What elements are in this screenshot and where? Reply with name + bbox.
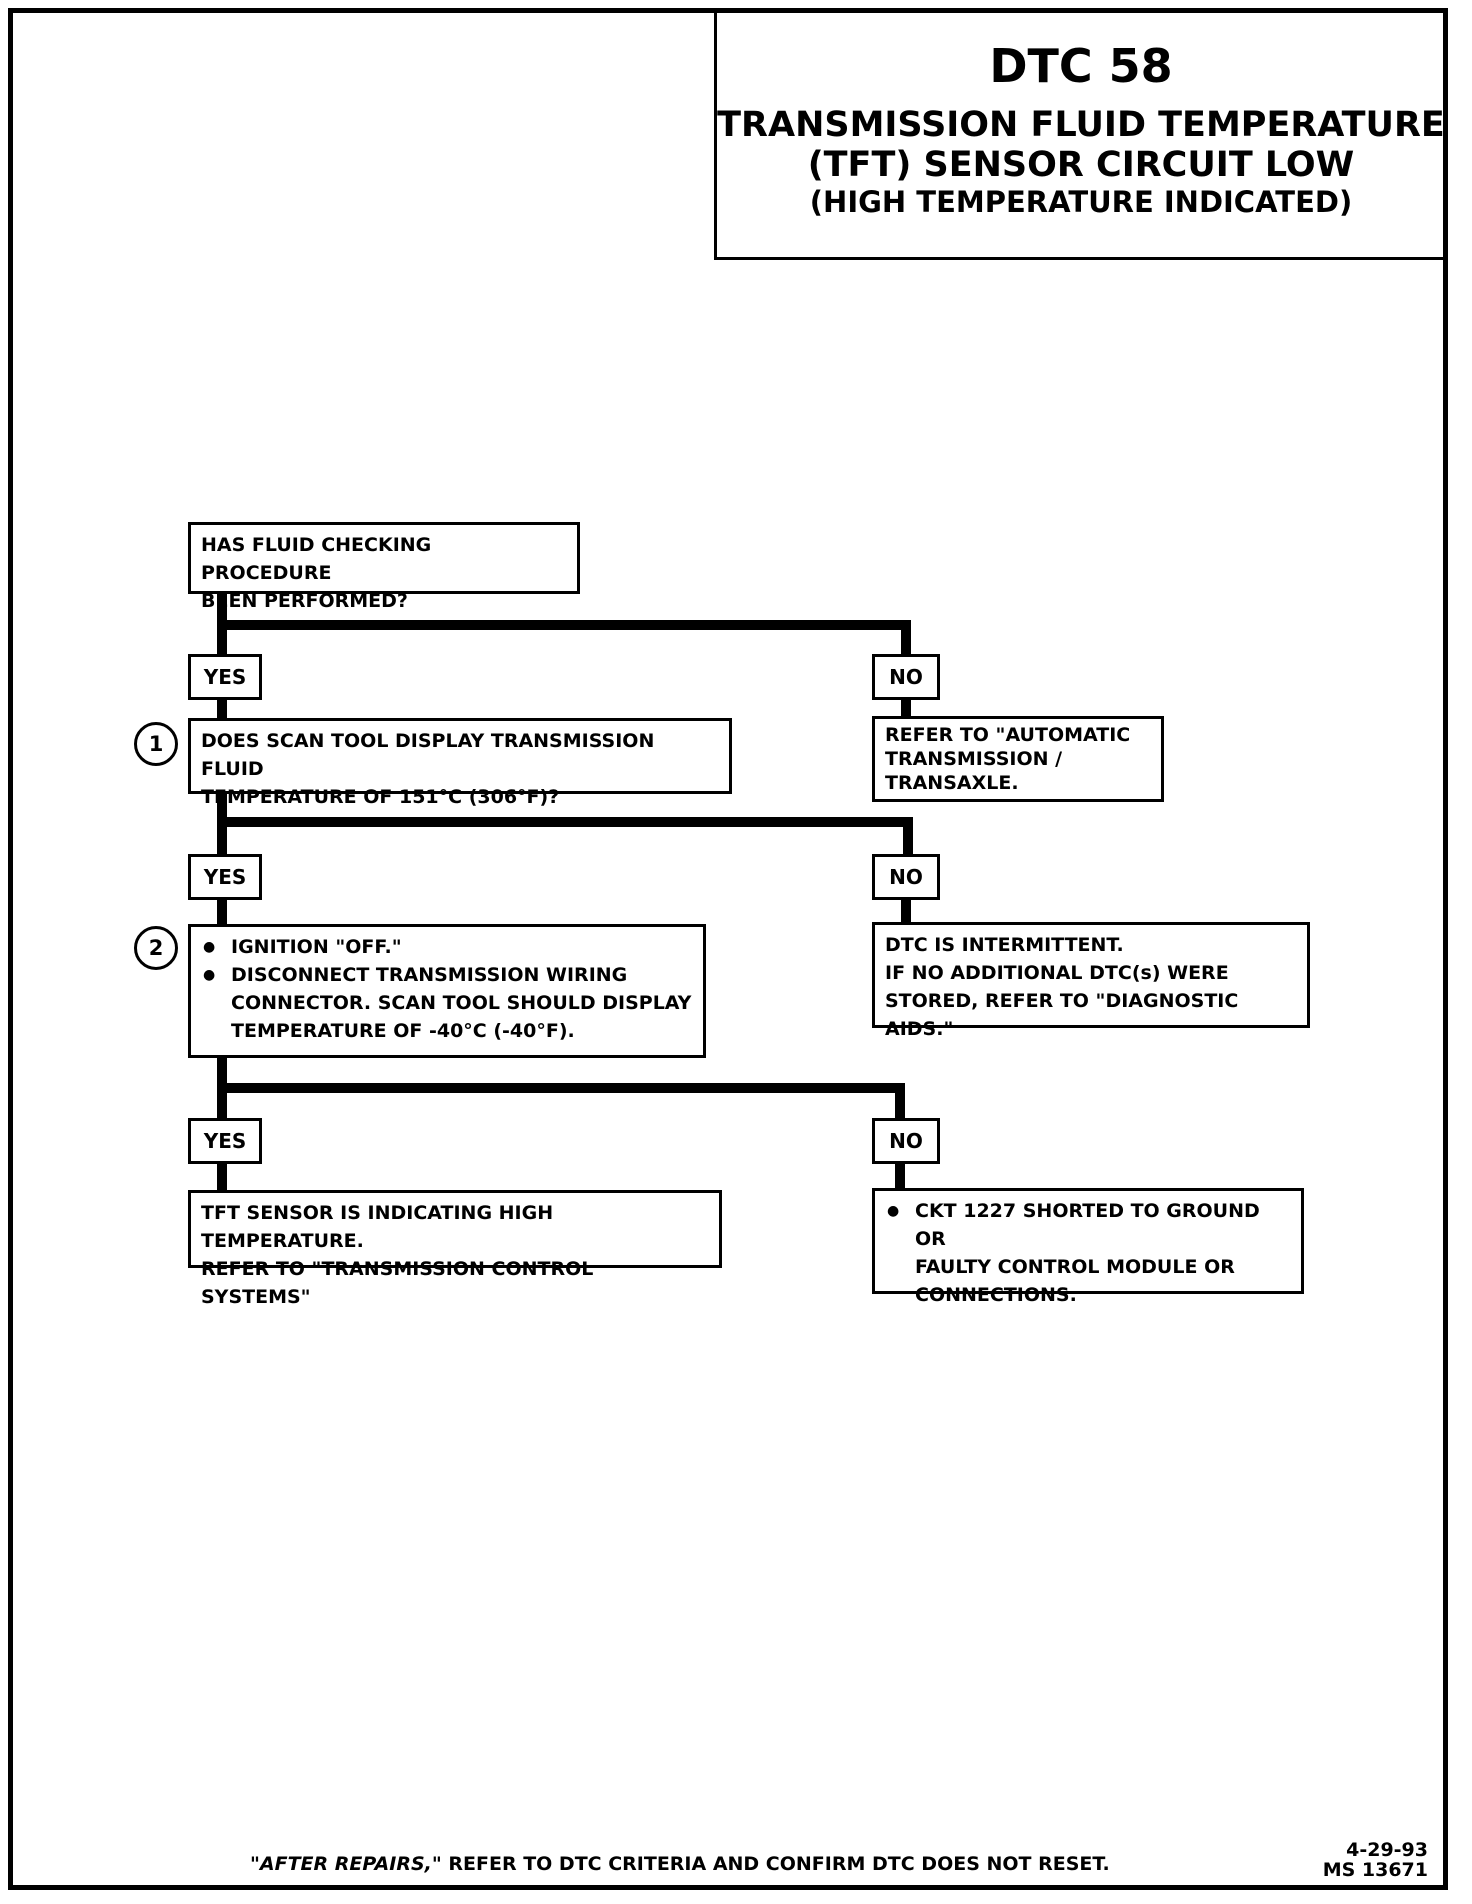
after-repairs-text: REFER TO DTC CRITERIA AND CONFIRM DTC DO… xyxy=(441,1853,1110,1875)
step1-question-box: DOES SCAN TOOL DISPLAY TRANSMISSION FLUI… xyxy=(188,718,732,808)
yes-label-1: YES xyxy=(188,654,262,700)
step-number-1: 1 xyxy=(134,722,178,766)
title-block: DTC 58 TRANSMISSION FLUID TEMPERATURE (T… xyxy=(714,8,1448,260)
no2-line-3: STORED, REFER TO "DIAGNOSTIC AIDS." xyxy=(885,990,1239,1040)
no2-line-1: DTC IS INTERMITTENT. xyxy=(885,934,1124,956)
start-line-1: HAS FLUID CHECKING PROCEDURE xyxy=(201,534,432,584)
after-repairs-emphasis: "AFTER REPAIRS," xyxy=(250,1853,442,1875)
no-label-3: NO xyxy=(872,1118,940,1164)
document-date: 4-29-93 xyxy=(1346,1839,1428,1861)
no-label-1: NO xyxy=(872,654,940,700)
start-question-box: HAS FLUID CHECKING PROCEDURE BEEN PERFOR… xyxy=(188,522,580,612)
after-repairs-note: "AFTER REPAIRS," REFER TO DTC CRITERIA A… xyxy=(250,1853,1110,1875)
no2-result-box: DTC IS INTERMITTENT. IF NO ADDITIONAL DT… xyxy=(872,922,1310,1040)
step2-bullet-1: IGNITION "OFF." xyxy=(201,933,693,961)
no-label-2: NO xyxy=(872,854,940,900)
yes3-line-2: REFER TO "TRANSMISSION CONTROL SYSTEMS" xyxy=(201,1258,594,1308)
connector-step1 xyxy=(217,785,913,855)
start-line-2: BEEN PERFORMED? xyxy=(201,590,408,612)
title-line-3: (HIGH TEMPERATURE INDICATED) xyxy=(809,185,1353,219)
connector-step2 xyxy=(217,1050,905,1118)
document-reference: 4-29-93 MS 13671 xyxy=(1323,1840,1428,1880)
title-line-1: TRANSMISSION FLUID TEMPERATURE xyxy=(717,105,1445,145)
connector-start xyxy=(217,587,911,655)
yes-label-2: YES xyxy=(188,854,262,900)
no2-line-2: IF NO ADDITIONAL DTC(s) WERE xyxy=(885,962,1229,984)
no3-bullet: CKT 1227 SHORTED TO GROUND OR FAULTY CON… xyxy=(885,1197,1291,1309)
step-number-2: 2 xyxy=(134,926,178,970)
yes-label-3: YES xyxy=(188,1118,262,1164)
no1-result-box: REFER TO "AUTOMATIC TRANSMISSION / TRANS… xyxy=(872,716,1164,802)
no1-line-1: REFER TO "AUTOMATIC xyxy=(885,724,1131,746)
step2-instruction-box: IGNITION "OFF." DISCONNECT TRANSMISSION … xyxy=(188,924,706,1058)
step1-line-1: DOES SCAN TOOL DISPLAY TRANSMISSION FLUI… xyxy=(201,730,655,780)
yes3-result-box: TFT SENSOR IS INDICATING HIGH TEMPERATUR… xyxy=(188,1190,722,1308)
yes3-line-1: TFT SENSOR IS INDICATING HIGH TEMPERATUR… xyxy=(201,1202,554,1252)
step2-bullet-2: DISCONNECT TRANSMISSION WIRING CONNECTOR… xyxy=(201,961,693,1045)
step1-line-2: TEMPERATURE OF 151°C (306°F)? xyxy=(201,786,560,808)
title-line-2: (TFT) SENSOR CIRCUIT LOW xyxy=(807,145,1355,185)
no1-line-2: TRANSMISSION / xyxy=(885,748,1063,770)
no1-line-3: TRANSAXLE. xyxy=(885,772,1019,794)
dtc-code: DTC 58 xyxy=(989,39,1173,93)
document-id: MS 13671 xyxy=(1322,1859,1428,1881)
no3-result-box: CKT 1227 SHORTED TO GROUND OR FAULTY CON… xyxy=(872,1188,1304,1306)
